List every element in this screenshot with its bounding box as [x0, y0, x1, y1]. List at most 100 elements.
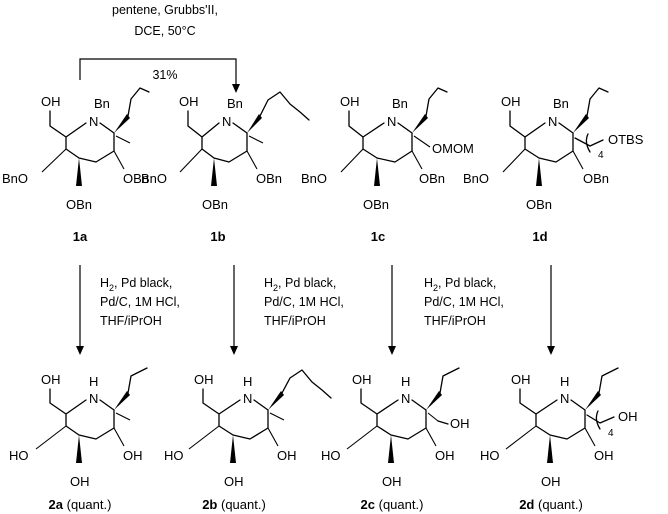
conditions-line1: H2, Pd black, — [264, 276, 336, 293]
chain-bracket — [574, 133, 604, 153]
atom-bno: BnO — [141, 171, 167, 186]
hash-bond — [572, 150, 584, 170]
atom-h: H — [89, 374, 98, 389]
atom-obn-right: OBn — [123, 171, 149, 186]
compound-label-1a: 1a — [73, 229, 88, 244]
ch2-bond — [437, 420, 449, 425]
compound-label-1b: 1b — [210, 229, 225, 244]
wedge-bond — [585, 391, 601, 410]
atom-n: N — [89, 391, 98, 406]
conditions-1: H2, Pd black, Pd/C, 1M HCl, THF/iPrOH — [100, 276, 180, 328]
wedge-bond — [76, 435, 82, 463]
arrow-head — [547, 346, 555, 355]
atom-obn-bottom: OBn — [66, 197, 92, 212]
wedge-bond — [536, 158, 542, 186]
atom-n: N — [560, 391, 569, 406]
atom-n: N — [243, 391, 252, 406]
wedge-bond — [426, 391, 442, 410]
atom-oh: OH — [352, 372, 372, 387]
atom-ho: HO — [9, 448, 29, 463]
atom-ho: HO — [480, 448, 500, 463]
atom-oh: OH — [340, 94, 360, 109]
methyl-bond — [115, 412, 131, 421]
atom-obn-right: OBn — [419, 171, 445, 186]
atom-oh-right: OH — [594, 448, 614, 463]
atom-bn: Bn — [553, 96, 569, 111]
conditions-line3: THF/iPrOH — [424, 314, 486, 328]
top-conditions-line1: pentene, Grubbs'II, — [112, 3, 218, 17]
atom-obn-bottom: OBn — [526, 197, 552, 212]
hash-bond — [427, 412, 439, 422]
atom-otbs: OTBS — [608, 132, 644, 147]
atom-oh: OH — [41, 94, 61, 109]
arrow-head — [230, 346, 238, 355]
propyl-chain — [127, 367, 148, 394]
wedge-bond — [114, 391, 130, 410]
atom-bn: Bn — [94, 96, 110, 111]
molecule-1c: OH Bn N BnO OBn OBn OMOM — [301, 87, 474, 212]
atom-n: N — [548, 114, 557, 129]
allyl-chain — [586, 87, 609, 117]
atom-oh: OH — [41, 372, 61, 387]
hash-bond — [502, 148, 526, 173]
molecule-1a: OH Bn N BnO OBn OBn — [2, 87, 150, 212]
compound-label-2a: 2a (quant.) — [49, 497, 112, 512]
wedge-bond — [230, 435, 236, 463]
conditions-line2: Pd/C, 1M HCl, — [264, 295, 344, 309]
ring-bonds — [360, 388, 427, 440]
atom-h: H — [401, 374, 410, 389]
wedge-bond — [388, 435, 394, 463]
ring-bonds — [509, 110, 574, 163]
atom-chain-oh: OH — [618, 409, 638, 424]
propyl-chain — [598, 367, 619, 394]
conditions-2: H2, Pd black, Pd/C, 1M HCl, THF/iPrOH — [264, 276, 344, 328]
atom-oh-right: OH — [435, 448, 455, 463]
atom-n: N — [387, 114, 396, 129]
allyl-chain — [127, 87, 150, 117]
atom-oh-bottom: OH — [70, 474, 90, 489]
methyl-bond — [115, 135, 131, 144]
compound-label-2d: 2d (quant.) — [519, 497, 583, 512]
conditions-line1: H2, Pd black, — [100, 276, 172, 293]
atom-h: H — [560, 374, 569, 389]
atom-oh: OH — [179, 94, 199, 109]
atom-oh-bottom: OH — [541, 474, 561, 489]
hash-bond — [340, 148, 364, 173]
top-conditions-line2: DCE, 50°C — [134, 24, 195, 38]
hash-bond — [41, 148, 67, 173]
atom-obn-bottom: OBn — [202, 197, 228, 212]
atom-bno: BnO — [301, 171, 327, 186]
molecule-2c: OH H N HO OH OH OH — [321, 367, 470, 489]
wedge-bond — [211, 158, 217, 186]
hash-bond — [425, 427, 437, 447]
compound-label-2b: 2b (quant.) — [202, 497, 266, 512]
ring-bonds — [187, 110, 248, 163]
molecule-2d: OH H N HO OH OH OH 4 — [480, 367, 638, 489]
hash-bond — [35, 425, 67, 450]
atom-n: N — [89, 114, 98, 129]
atom-n: N — [401, 391, 410, 406]
conditions-line2: Pd/C, 1M HCl, — [100, 295, 180, 309]
conditions-line1: H2, Pd black, — [424, 276, 496, 293]
top-yield: 31% — [152, 68, 177, 82]
molecule-1b: OH Bn N BnO OBn OBn — [141, 91, 310, 212]
atom-bn: Bn — [392, 96, 408, 111]
wedge-bond — [114, 114, 130, 133]
methyl-bond — [269, 412, 285, 421]
hash-bond — [179, 148, 203, 173]
wedge-bond — [247, 114, 262, 133]
hexenyl-chain — [259, 91, 310, 121]
atom-omom: OMOM — [432, 141, 474, 156]
wedge-bond — [412, 114, 428, 133]
hash-bond — [267, 427, 279, 447]
hash-bond — [188, 425, 220, 450]
atom-oh-bottom: OH — [224, 474, 244, 489]
conditions-line3: THF/iPrOH — [264, 314, 326, 328]
wedge-bond — [374, 158, 380, 186]
hash-bond — [413, 135, 431, 148]
hash-bond — [584, 427, 596, 447]
atom-bno: BnO — [2, 171, 28, 186]
arrow-head — [76, 346, 84, 355]
atom-obn-right: OBn — [256, 171, 282, 186]
